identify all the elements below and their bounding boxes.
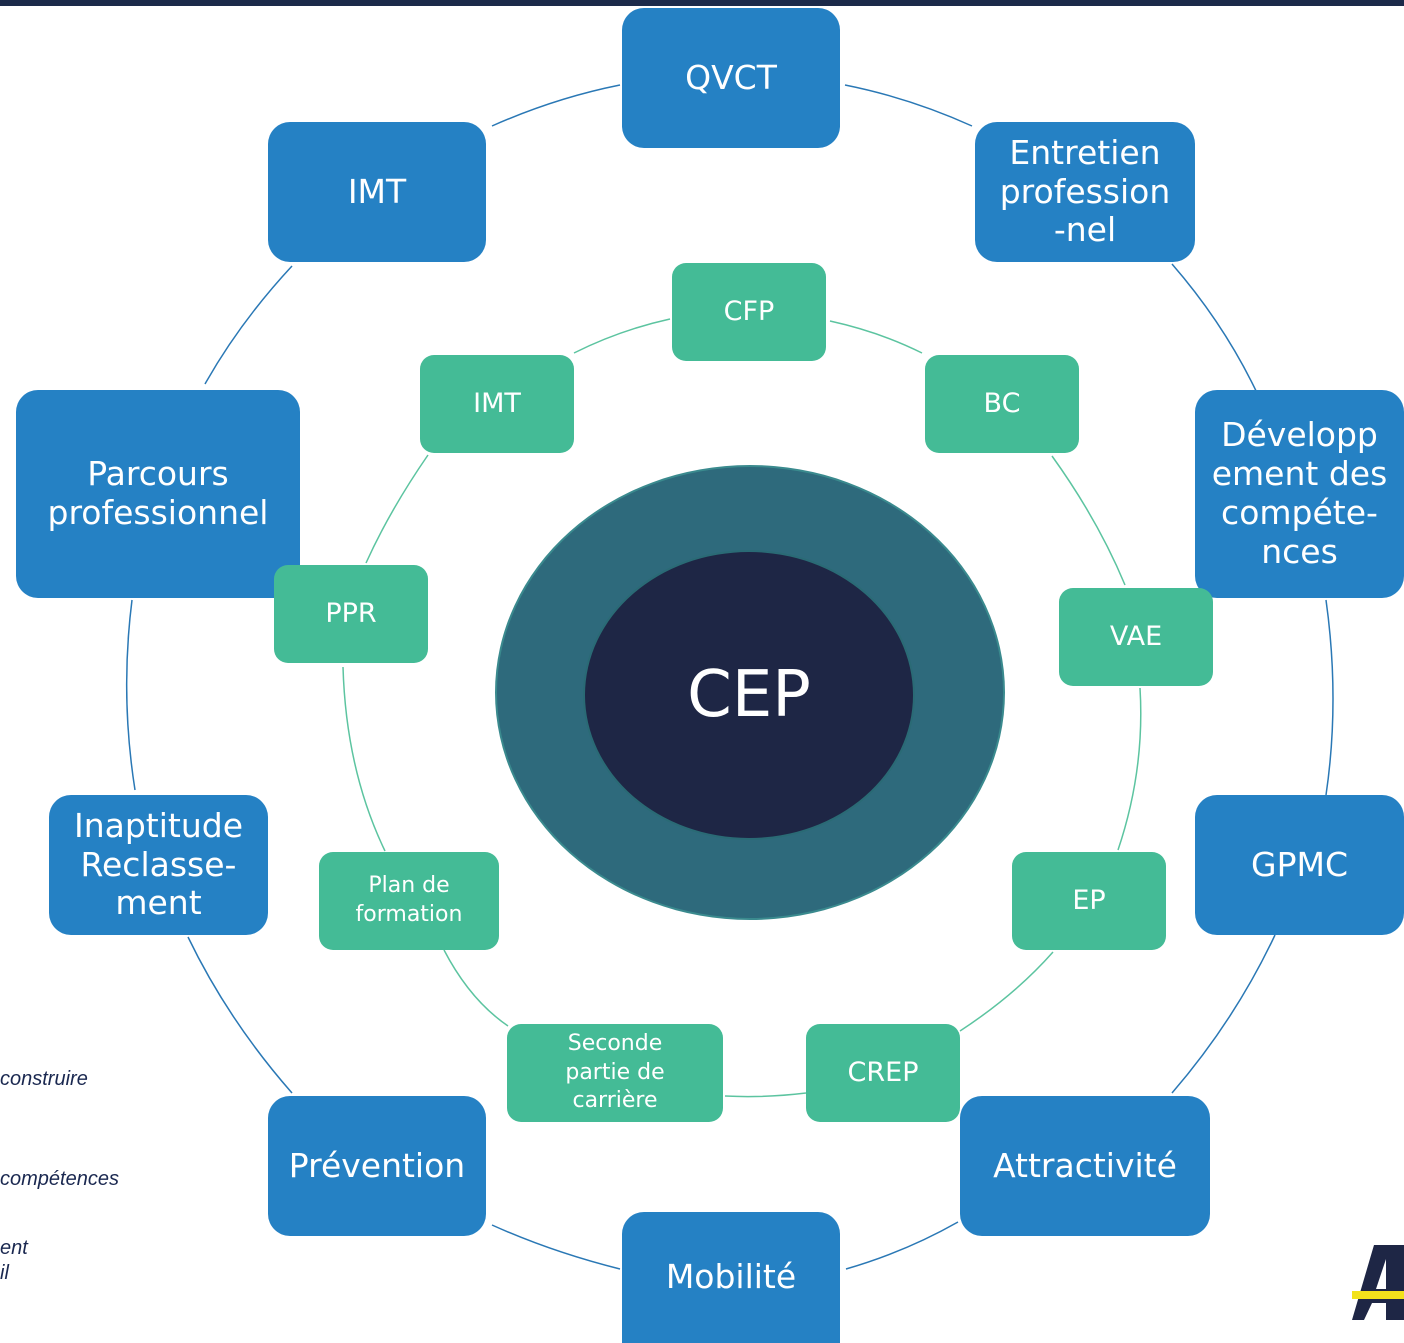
outer-box-label: Attractivité <box>993 1145 1177 1185</box>
outer-connector <box>491 84 621 127</box>
inner-box-label: CFP <box>723 296 775 328</box>
outer-box-label: Prévention <box>288 1145 466 1185</box>
side-text-line: construire <box>0 1068 88 1090</box>
side-text-line: il <box>0 1262 9 1284</box>
outer-connector <box>187 936 293 1094</box>
outer-box-label: GPMC <box>1251 844 1348 884</box>
inner-box-vae[interactable]: VAE <box>1059 588 1213 686</box>
logo-icon <box>1352 1245 1404 1320</box>
outer-connector <box>204 265 293 385</box>
outer-box-label: QVCT <box>685 57 777 97</box>
inner-connector <box>724 1092 807 1098</box>
outer-box-parcours-professionnel[interactable]: Parcours professionnel <box>16 390 300 598</box>
outer-box-imt[interactable]: IMT <box>268 122 486 262</box>
outer-box-gpmc[interactable]: GPMC <box>1195 795 1404 935</box>
inner-connector <box>443 949 509 1027</box>
outer-box-label: Entretien profession -nel <box>999 132 1171 250</box>
inner-box-label: PPR <box>325 598 377 630</box>
side-text-line: ent <box>0 1237 28 1259</box>
inner-connector <box>573 318 671 354</box>
outer-connector <box>844 84 973 127</box>
inner-box-ep[interactable]: EP <box>1012 852 1166 950</box>
center-circle[interactable]: CEP <box>583 550 915 840</box>
inner-connector <box>1051 455 1126 586</box>
inner-box-bc[interactable]: BC <box>925 355 1079 453</box>
outer-connector <box>1171 934 1276 1094</box>
inner-box-plan-de-formation[interactable]: Plan de formation <box>319 852 499 950</box>
inner-box-label: Seconde partie de carrière <box>565 1031 665 1114</box>
inner-box-label: EP <box>1072 885 1106 917</box>
inner-connector <box>1117 687 1142 851</box>
outer-box-label: Inaptitude Reclasse- ment <box>73 805 244 923</box>
outer-box-attractivite[interactable]: Attractivité <box>960 1096 1210 1236</box>
inner-connector <box>365 454 429 564</box>
outer-connector <box>1325 599 1334 796</box>
outer-connector <box>491 1224 621 1270</box>
inner-box-label: Plan de formation <box>355 873 463 927</box>
outer-box-label: Parcours professionnel <box>47 454 269 532</box>
inner-box-imt[interactable]: IMT <box>420 355 574 453</box>
outer-box-entretien-professionnel[interactable]: Entretien profession -nel <box>975 122 1195 262</box>
outer-connector <box>1171 263 1259 396</box>
outer-box-prevention[interactable]: Prévention <box>268 1096 486 1236</box>
inner-box-label: IMT <box>473 388 521 420</box>
center-label: CEP <box>687 658 811 732</box>
outer-box-inaptitude-reclassement[interactable]: Inaptitude Reclasse- ment <box>49 795 268 935</box>
inner-connector <box>829 320 923 354</box>
outer-box-mobilite[interactable]: Mobilité <box>622 1212 840 1343</box>
inner-box-seconde-partie-carriere[interactable]: Seconde partie de carrière <box>507 1024 723 1122</box>
outer-connector <box>125 599 136 791</box>
outer-box-label: Développ ement des compéte- nces <box>1211 415 1388 571</box>
inner-box-cfp[interactable]: CFP <box>672 263 826 361</box>
outer-box-qvct[interactable]: QVCT <box>622 8 840 148</box>
top-bar <box>0 0 1404 6</box>
inner-connector <box>959 951 1054 1032</box>
inner-box-label: BC <box>983 388 1021 420</box>
outer-connector <box>845 1221 959 1270</box>
outer-box-label: Mobilité <box>665 1257 797 1297</box>
inner-box-crep[interactable]: CREP <box>806 1024 960 1122</box>
outer-box-label: IMT <box>347 171 407 211</box>
inner-connector <box>342 666 386 852</box>
side-text-line: compétences <box>0 1168 119 1190</box>
outer-box-developpement-competences[interactable]: Développ ement des compéte- nces <box>1195 390 1404 598</box>
inner-box-label: CREP <box>847 1057 919 1089</box>
inner-box-label: VAE <box>1109 621 1163 653</box>
inner-box-ppr[interactable]: PPR <box>274 565 428 663</box>
